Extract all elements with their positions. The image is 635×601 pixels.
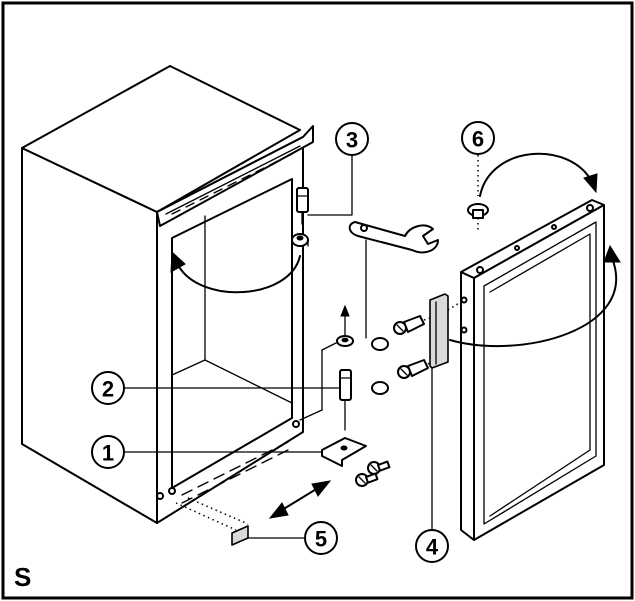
bottom-hinge-bracket bbox=[321, 437, 367, 467]
callout-5-label: 5 bbox=[315, 527, 327, 552]
door-gasket bbox=[483, 221, 597, 525]
callout-2-label: 2 bbox=[102, 377, 114, 402]
region-label: S bbox=[14, 562, 31, 592]
appliance-door bbox=[447, 152, 621, 541]
callout-5: 5 bbox=[304, 521, 338, 555]
cabinet-top-trim bbox=[156, 125, 314, 227]
hinge-side-arrow bbox=[177, 255, 301, 294]
cabinet-opening bbox=[171, 178, 293, 489]
callout-6-label: 6 bbox=[472, 127, 484, 152]
door-handle-bar bbox=[429, 293, 449, 369]
door-side-edge bbox=[460, 271, 475, 541]
top-hinge-parts bbox=[291, 154, 439, 254]
door-handle-screws bbox=[371, 315, 437, 395]
door-handle bbox=[429, 293, 449, 531]
bottom-hinge-pin bbox=[339, 369, 352, 401]
cover-cap bbox=[371, 381, 389, 395]
kick-plate-part bbox=[175, 480, 332, 546]
trim-vent-slots bbox=[171, 153, 293, 215]
callout-3: 3 bbox=[335, 122, 369, 156]
cover-cap bbox=[371, 337, 389, 351]
bottom-hinge-parts bbox=[299, 239, 391, 487]
slide-direction-arrow bbox=[281, 487, 319, 511]
callout-6: 6 bbox=[461, 121, 495, 155]
callout-4-label: 4 bbox=[426, 535, 439, 560]
appliance-cabinet bbox=[21, 65, 314, 524]
top-hinge-pin bbox=[296, 187, 309, 213]
wrench-tool bbox=[348, 221, 439, 254]
door-face bbox=[473, 204, 605, 541]
bracket-screws bbox=[355, 460, 391, 487]
callout-1: 1 bbox=[91, 435, 323, 469]
cabinet-top-panel bbox=[21, 65, 301, 213]
callout-4: 4 bbox=[415, 529, 449, 563]
cap-move-arrow bbox=[479, 152, 593, 197]
callout-3-label: 3 bbox=[346, 128, 358, 153]
cover-cap-6 bbox=[467, 155, 489, 232]
door-rotate-arrow bbox=[449, 257, 618, 347]
callout-1-label: 1 bbox=[102, 441, 114, 466]
callout-2: 2 bbox=[91, 371, 341, 405]
